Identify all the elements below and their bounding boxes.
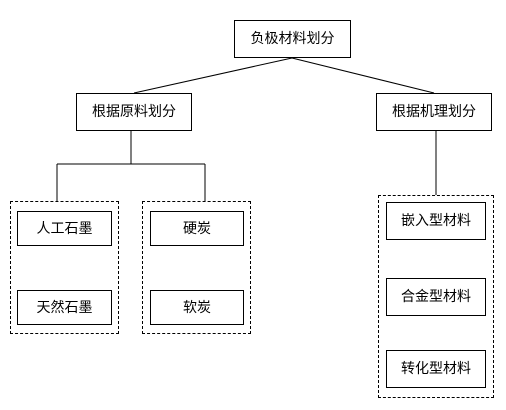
- carbon-group: [142, 201, 251, 334]
- mechanism-type-group: [378, 195, 494, 398]
- raw-material-node: 根据原料划分: [76, 93, 192, 131]
- soft-carbon-node: 软炭: [150, 290, 244, 325]
- natural-graphite-node: 天然石墨: [17, 290, 112, 325]
- connector-root-to-raw: [133, 57, 293, 94]
- insertion-material-node: 嵌入型材料: [386, 202, 486, 240]
- conversion-material-node: 转化型材料: [386, 350, 486, 388]
- alloy-material-node: 合金型材料: [386, 278, 486, 316]
- mechanism-node: 根据机理划分: [376, 93, 492, 131]
- artificial-graphite-node: 人工石墨: [17, 211, 112, 246]
- graphite-group: [10, 201, 119, 334]
- hard-carbon-node: 硬炭: [150, 211, 244, 246]
- root-node: 负极材料划分: [234, 20, 351, 58]
- connector-root-to-mech: [291, 57, 435, 94]
